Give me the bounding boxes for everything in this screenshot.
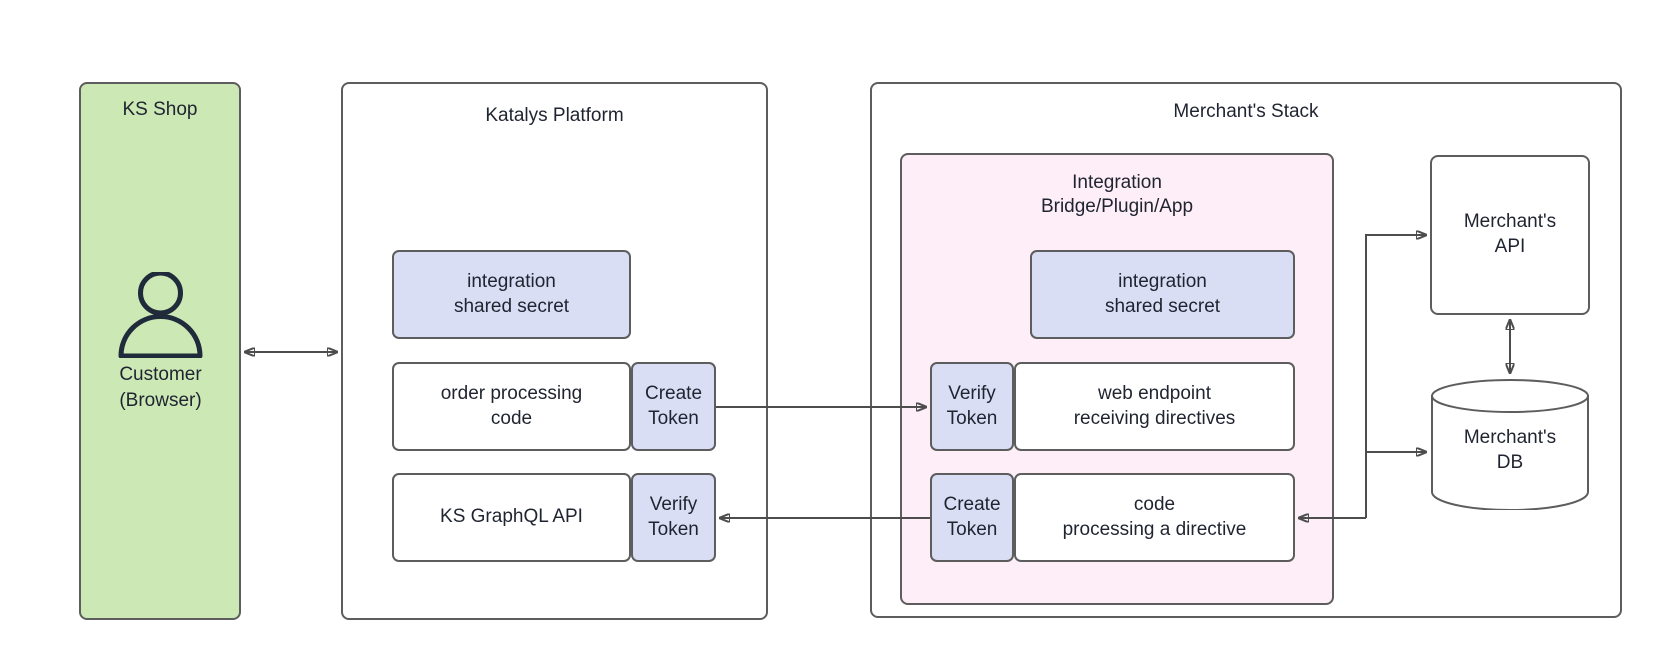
katalys-shared-secret-box[interactable]: integration shared secret — [392, 250, 631, 339]
katalys-verify-token-box[interactable]: Verify Token — [631, 473, 716, 562]
merchant-db-label: Merchant's DB — [1463, 427, 1557, 473]
katalys-order-processing-box[interactable]: order processing code — [392, 362, 631, 451]
ks-shop-title: KS Shop — [122, 99, 198, 120]
katalys-create-token-box[interactable]: Create Token — [631, 362, 716, 451]
merchant-api-box[interactable]: Merchant's API — [1430, 155, 1590, 315]
bridge-web-endpoint-box[interactable]: web endpoint receiving directives — [1014, 362, 1295, 451]
katalys-graphql-api-box[interactable]: KS GraphQL API — [392, 473, 631, 562]
merchant-db-cylinder[interactable]: Merchant's DB — [1430, 378, 1590, 510]
bridge-verify-token-box[interactable]: Verify Token — [930, 362, 1014, 451]
customer-label: Customer (Browser) — [119, 364, 202, 411]
katalys-platform-title: Katalys Platform — [485, 105, 624, 126]
integration-bridge-title: Integration Bridge/Plugin/App — [1040, 172, 1194, 217]
person-icon — [118, 270, 203, 359]
merchant-stack-title: Merchant's Stack — [1173, 101, 1319, 122]
bridge-create-token-box[interactable]: Create Token — [930, 473, 1014, 562]
bridge-directive-code-box[interactable]: code processing a directive — [1014, 473, 1295, 562]
bridge-shared-secret-box[interactable]: integration shared secret — [1030, 250, 1295, 339]
ks-shop-panel[interactable]: KS Shop — [79, 82, 241, 620]
cylinder-icon — [1431, 379, 1589, 510]
customer-actor[interactable]: Customer (Browser) — [113, 270, 208, 411]
